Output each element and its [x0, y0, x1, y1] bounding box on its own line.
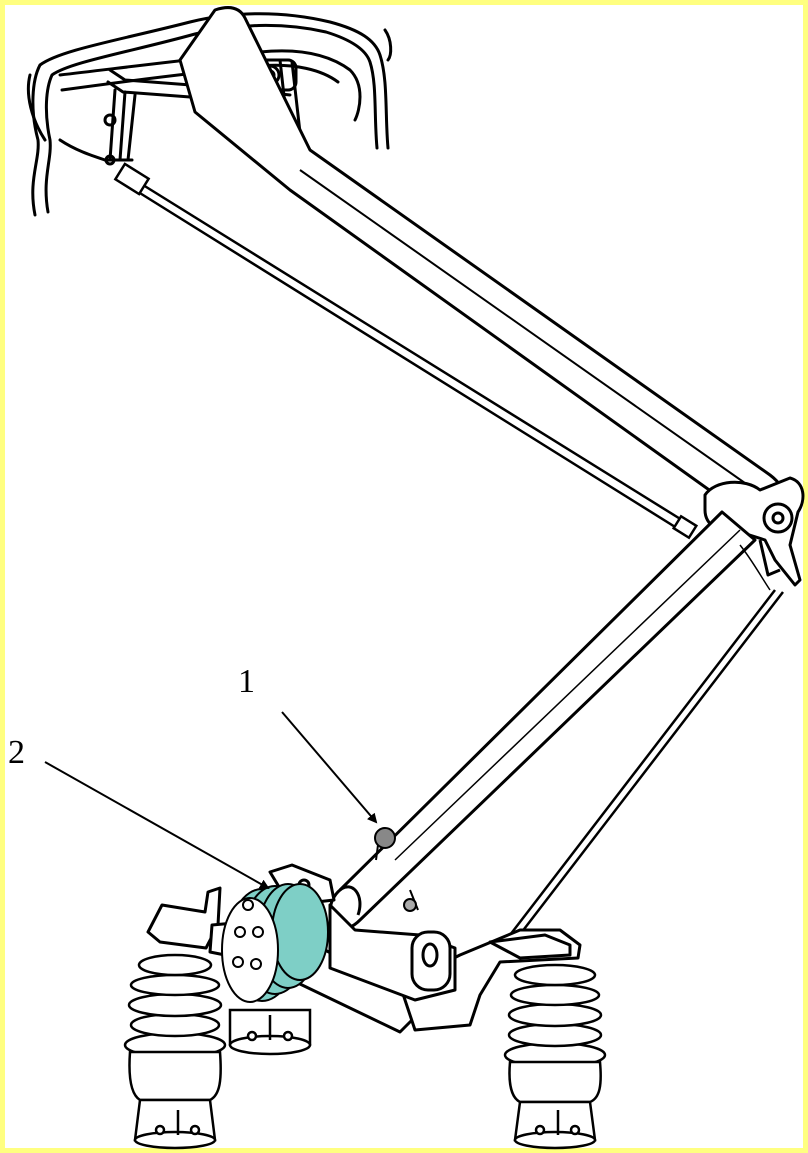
insulator-right — [503, 963, 607, 1150]
upper-arm — [178, 6, 787, 517]
insulator-left — [123, 953, 227, 1150]
insulator-rear — [228, 1008, 312, 1056]
label-2: 2 — [8, 734, 25, 771]
upper-tie-rod — [113, 162, 699, 540]
damper-component — [374, 827, 419, 912]
callout-2: 2 — [8, 734, 270, 889]
highlighted-coil — [221, 883, 329, 1003]
lower-tie-rod — [509, 544, 784, 938]
label-1: 1 — [238, 663, 255, 700]
lower-arm — [328, 510, 757, 931]
callout-1: 1 — [238, 663, 378, 824]
